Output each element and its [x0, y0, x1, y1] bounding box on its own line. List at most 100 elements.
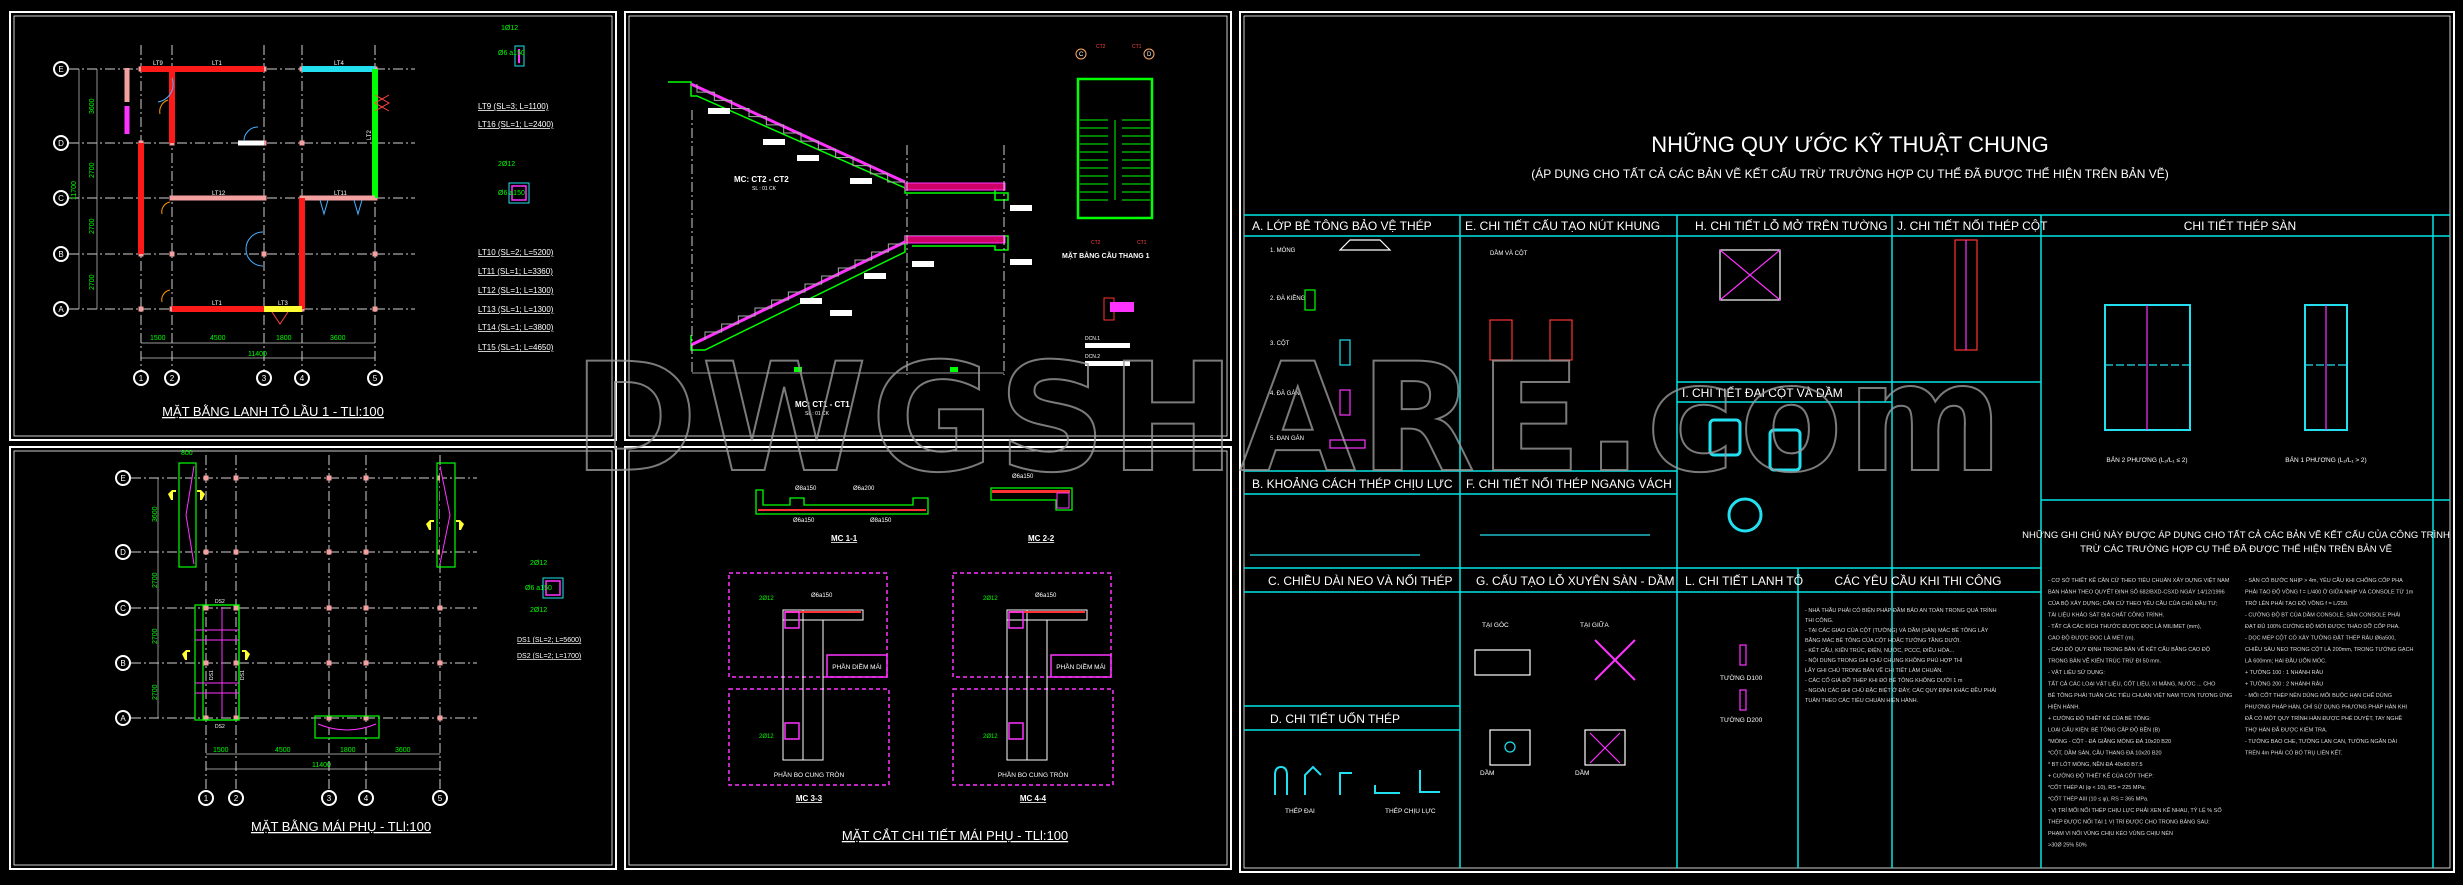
section-cut-marks [168, 490, 464, 660]
drawing-title: MẶT CẮT CHI TIẾT MÁI PHỤ - TLl:100 [842, 828, 1068, 843]
section-label: MC 2-2 [1028, 534, 1055, 543]
axis-bubble [294, 370, 310, 386]
axis-bubble-label: D [58, 139, 64, 148]
note-line: - MỐI CỐT THÉP NÊN DÙNG MỐI BUỘC HẠN CHẾ… [2245, 691, 2392, 699]
axis-bubble [115, 600, 131, 616]
lintel-details: 1Ø12 Ø6 a150 2Ø12 Ø6 a150 LT9 (SL=3; L=1… [478, 25, 554, 352]
dim-label: 1800 [340, 747, 356, 754]
notes-title: NHỮNG GHI CHÚ NÀY ĐƯỢC ÁP DỤNG CHO TẤT C… [2022, 529, 2450, 541]
axis-bubble-label: 4 [300, 374, 305, 383]
dim-label: 1800 [276, 335, 292, 342]
cut-mark: CT1 [1132, 44, 1142, 50]
detail-label: BẢN 1 PHƯƠNG (L₂/L₁ > 2) [2285, 455, 2366, 464]
dim-label: 1500 [213, 747, 229, 754]
rebar-label: Ø8a150 [870, 518, 892, 524]
section-label: MC: CT2 - CT2 [734, 175, 789, 184]
slab-section [782, 609, 864, 621]
axis-bubble [53, 61, 69, 77]
axis-bubble [198, 790, 214, 806]
column-marker [261, 251, 267, 257]
axis-bubble-label: 2 [170, 374, 175, 383]
column-marker [437, 715, 443, 721]
detail-label: TẠI GIỮA [1580, 620, 1609, 629]
section-qty: SL : 01 CK [805, 411, 830, 417]
list-item: 3. CỘT [1270, 340, 1290, 347]
slab-section [1006, 609, 1088, 621]
note-line: - NỘI DUNG TRONG GHI CHÚ CHUNG KHÔNG PHÙ… [1805, 657, 1963, 664]
cut-mark: CT1 [1137, 240, 1147, 246]
rebar-label: 2Ø12 [983, 734, 998, 740]
column-marker [326, 715, 332, 721]
lintel-detail-label: LT15 (SL=1; L=4650) [478, 343, 554, 352]
note-line: PHƯƠNG PHÁP HÀN, CHỈ SỬ DỤNG PHƯƠNG PHÁP… [2245, 704, 2408, 711]
wall-section [802, 619, 824, 761]
detail-label: TƯỜNG D200 [1720, 715, 1763, 724]
section-header: F. CHI TIẾT NỐI THÉP NGANG VÁCH [1466, 476, 1672, 491]
dim-label: 4500 [210, 335, 226, 342]
left-dimensions: 3600 2700 2700 2700 11700 [71, 69, 98, 309]
column-marker [363, 475, 369, 481]
wall-label: LT3 [278, 301, 289, 307]
note-line: * BT LÓT MÓNG, NỀN ĐÁ 40x60 B7.5 [2048, 761, 2143, 768]
axis-bubble-label: 2 [234, 794, 239, 803]
axis-bubble-label: 1 [204, 794, 209, 803]
axis-bubble-label: B [58, 250, 63, 259]
walls [124, 66, 391, 325]
stair-lower-flight [690, 235, 1009, 351]
rebar-label: Ø6 a150 [525, 585, 552, 592]
wall-label: LT9 [153, 61, 164, 67]
rebar-label: Ø6a150 [1012, 474, 1034, 480]
note-line: THI CÔNG. [1805, 617, 1834, 624]
note-line: PHẠM VI NỐI VÙNG CHỊU KÉO VÙNG CHỊU NÉN [2048, 830, 2173, 837]
lintel-detail-label: LT13 (SL=1; L=1300) [478, 305, 554, 314]
stair-steps [704, 243, 905, 340]
detail-label: BẢN 2 PHƯƠNG (L₂/L₁ ≤ 2) [2106, 455, 2187, 464]
detail-label: DẦM [1480, 767, 1494, 777]
section-header: G. CẤU TẠO LỖ XUYÊN SÀN - DẦM [1476, 573, 1674, 588]
drawing-title: MẶT BẰNG LANH TÔ LẦU 1 - TLl:100 [162, 404, 384, 419]
axis-bubble [115, 544, 131, 560]
axis-bubble [53, 301, 69, 317]
detail-label: DẦM VÀ CỘT [1490, 250, 1528, 257]
section-header: CHI TIẾT THÉP SÀN [2184, 218, 2296, 233]
beam-label: DS2 [215, 599, 225, 605]
roof-section-panel: Ø8a150 Ø6a200 Ø6a150 Ø8a150 MC 1-1 Ø6a15… [728, 474, 1114, 843]
section-header: A. LỚP BÊ TÔNG BẢO VỆ THÉP [1252, 218, 1432, 233]
note-line: - NHÀ THẦU PHẢI CÓ BIỆN PHÁP ĐẦM BẢO AN … [1805, 606, 1997, 614]
lintel-detail-label: LT12 (SL=1; L=1300) [478, 286, 554, 295]
rebar-label: Ø6 a150 [498, 190, 525, 197]
detail-box [728, 572, 888, 678]
note-line: + CƯỜNG ĐỘ THIẾT KẾ CỦA BÊ TÔNG: [2048, 714, 2151, 722]
detail-graphics [1250, 239, 2348, 795]
note-line: TÀI LIỆU KHẢO SÁT ĐỊA CHẤT CÔNG TRÌNH. [2048, 611, 2165, 619]
column-marker [326, 605, 332, 611]
column-marker [233, 660, 239, 666]
dim-total: 11400 [312, 762, 331, 769]
watermark: DWGSHARE.com [573, 332, 2007, 506]
column-marker [372, 251, 378, 257]
section-header: C. CHIỀU DÀI NEO VÀ NỐI THÉP [1268, 573, 1452, 588]
axis-bubble-label: E [58, 65, 63, 74]
note-line: + CƯỜNG ĐỘ THIẾT KẾ CỦA CỐT THÉP: [2048, 773, 2154, 780]
drawing-title: MẶT BẰNG MÁI PHỤ - TLl:100 [251, 819, 431, 834]
beam-label: DS1 [240, 670, 246, 680]
column-marker [299, 140, 305, 146]
note-line: - CƯỜNG ĐỘ BT CỦA DẦM CONSOLE, SÀN CONSO… [2245, 612, 2401, 619]
rebar-label: 1Ø12 [501, 25, 518, 32]
stirrup [1008, 611, 1024, 629]
lintel-detail-label: LT14 (SL=1; L=3800) [478, 323, 554, 332]
column-marker [203, 549, 209, 555]
section-label: MC 4-4 [1020, 794, 1047, 803]
wall-label: LT12 [212, 191, 226, 197]
column-marker [363, 549, 369, 555]
stair-upper-flight [668, 81, 1009, 201]
dim-label: 1500 [150, 335, 166, 342]
stair-steps [696, 84, 905, 183]
edge-label: PHẦN DIỀM MÁI [832, 661, 882, 671]
column-marker [169, 251, 175, 257]
column-marker [233, 549, 239, 555]
wall-labels: LT9 LT1 LT4 LT2 LT12 LT11 LT1 LT3 [153, 61, 373, 307]
axis-bubble [256, 370, 272, 386]
axis-bubble [115, 470, 131, 486]
